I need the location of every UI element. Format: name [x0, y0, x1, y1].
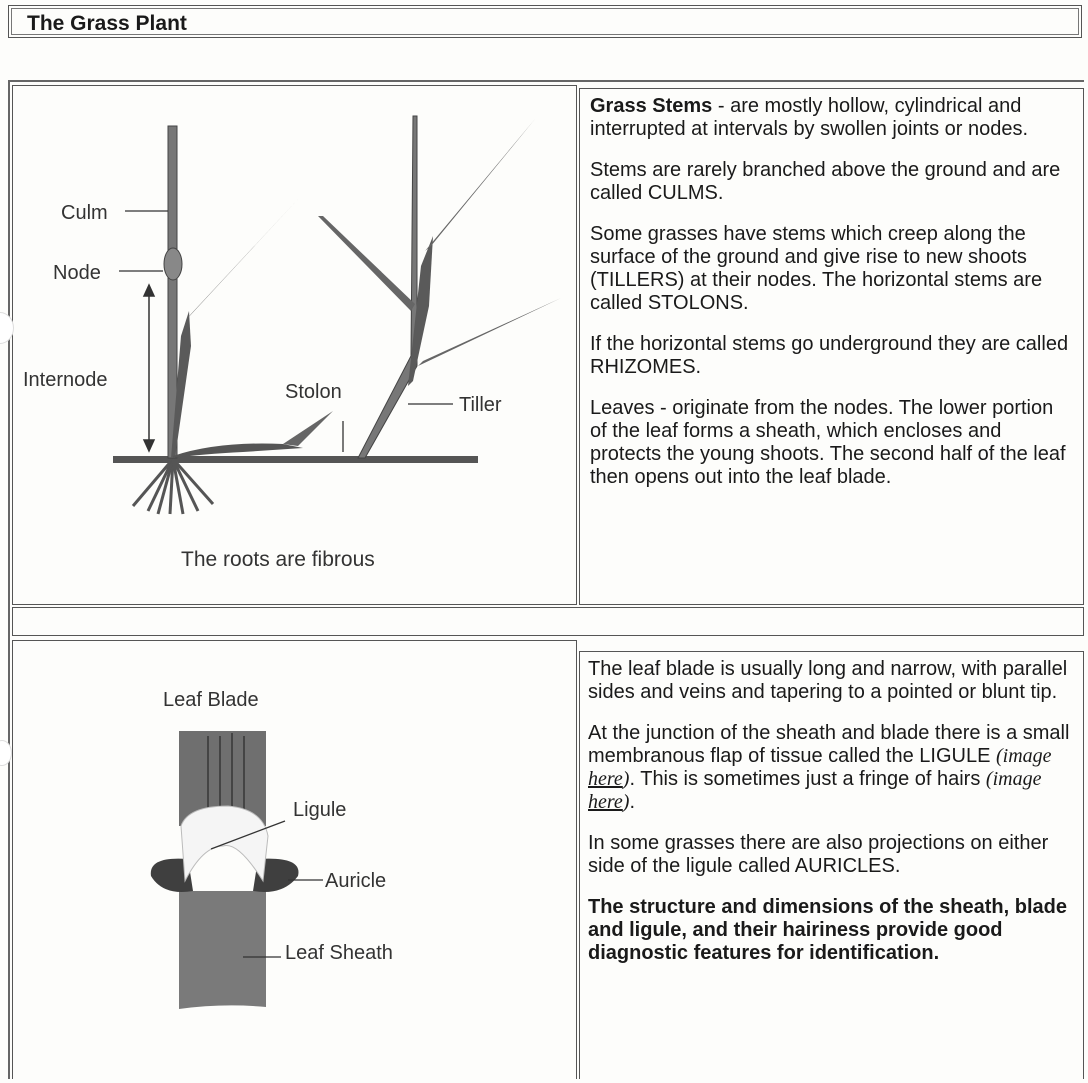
- stolon-runner: [173, 444, 303, 459]
- internode-label: Internode: [23, 369, 108, 391]
- roots-caption: The roots are fibrous: [181, 548, 375, 571]
- ligule-image-link-2[interactable]: here: [588, 791, 623, 813]
- auricle-label: Auricle: [325, 870, 386, 892]
- image-ref-2-pre: (image: [986, 768, 1042, 790]
- tiller-leaf-upper: [425, 119, 535, 251]
- title-bar: The Grass Plant: [8, 5, 1082, 38]
- leaf-junction-diagram: Leaf Blade Ligule Auricle Leaf Sheath: [13, 641, 576, 1078]
- leaf-blade-label: Leaf Blade: [163, 689, 259, 711]
- stem-diagram-cell: Culm Node Internode Stolon Tiller The ro…: [12, 85, 577, 605]
- rhizomes-paragraph: If the horizontal stems go underground t…: [590, 333, 1075, 379]
- grass-stems-paragraph: Grass Stems - are mostly hollow, cylindr…: [590, 95, 1075, 141]
- spacer-row: [12, 607, 1084, 636]
- tiller-leaf-left: [318, 216, 415, 311]
- leaf-text-cell: The leaf blade is usually long and narro…: [579, 651, 1084, 1079]
- internode-arrow: [144, 285, 154, 451]
- diagnostic-paragraph: The structure and dimensions of the shea…: [588, 896, 1075, 965]
- leaf-diagram-cell: Leaf Blade Ligule Auricle Leaf Sheath: [12, 640, 577, 1079]
- culm-leaf-blade: [185, 198, 299, 321]
- auricles-paragraph: In some grasses there are also projectio…: [588, 832, 1075, 878]
- stolon-label: Stolon: [285, 381, 342, 403]
- grass-stems-heading: Grass Stems: [590, 95, 712, 117]
- image-ref-1-pre: (image: [996, 745, 1052, 767]
- ligule-text-c: .: [629, 791, 635, 813]
- ligule-paragraph: At the junction of the sheath and blade …: [588, 722, 1075, 814]
- culm-label: Culm: [61, 202, 108, 224]
- stems-text-cell: Grass Stems - are mostly hollow, cylindr…: [579, 88, 1084, 605]
- tiller-leaf-lower: [418, 298, 561, 366]
- stolons-paragraph: Some grasses have stems which creep alon…: [590, 223, 1075, 315]
- culms-paragraph: Stems are rarely branched above the grou…: [590, 159, 1075, 205]
- tiller-label: Tiller: [459, 394, 502, 416]
- ligule-label: Ligule: [293, 799, 346, 821]
- ligule-image-link-1[interactable]: here: [588, 768, 623, 790]
- tiller-stem: [358, 116, 417, 458]
- stolon-leaf: [283, 411, 333, 446]
- node-swelling: [164, 248, 182, 280]
- page-title: The Grass Plant: [27, 12, 187, 36]
- grass-plant-diagram: Culm Node Internode Stolon Tiller The ro…: [13, 86, 576, 604]
- leaf-sheath-label: Leaf Sheath: [285, 942, 393, 964]
- leaf-blade-paragraph: The leaf blade is usually long and narro…: [588, 658, 1075, 704]
- leaf-sheath-shape: [179, 891, 266, 1009]
- ligule-text-b: . This is sometimes just a fringe of hai…: [629, 768, 985, 790]
- fibrous-roots: [133, 459, 213, 514]
- leaves-paragraph: Leaves - originate from the nodes. The l…: [590, 397, 1075, 489]
- node-label: Node: [53, 262, 101, 284]
